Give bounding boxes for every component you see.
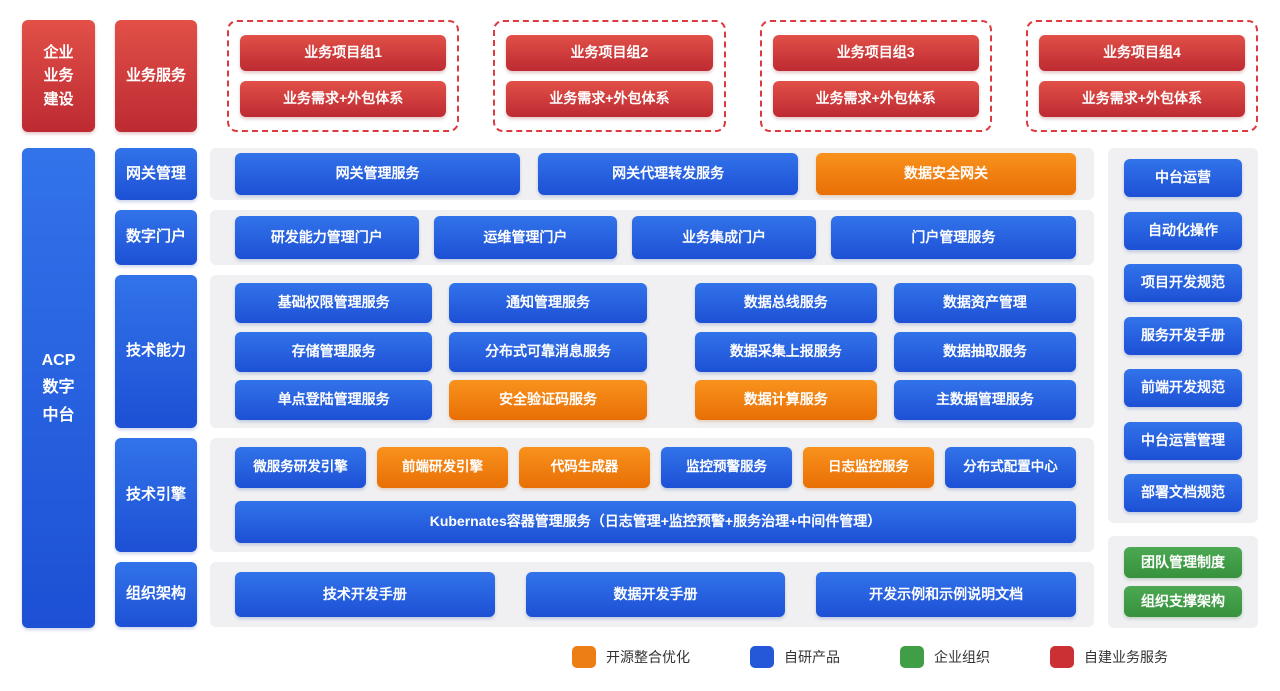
capability-right-group: 数据计算服务 主数据管理服务 (694, 380, 1076, 420)
org-support-panel: 团队管理制度 组织支撑架构 (1108, 536, 1258, 628)
gateway-panel: 网关管理服务 网关代理转发服务 数据安全网关 (210, 148, 1094, 200)
gateway-mgmt-service-block: 网关管理服务 (235, 153, 521, 195)
main-band: ACP 数字 中台 网关管理 网关管理服务 网关代理转发服务 数据安全网关 数字… (22, 148, 1258, 628)
business-service-block: 业务服务 (115, 20, 197, 132)
capability-row-3: 单点登陆管理服务 安全验证码服务 数据计算服务 主数据管理服务 (235, 380, 1076, 420)
capability-row-2: 存储管理服务 分布式可靠消息服务 数据采集上报服务 数据抽取服务 (235, 331, 1076, 372)
project-dev-spec-block: 项目开发规范 (1124, 264, 1242, 302)
group-title-block: 业务项目组3 (772, 35, 979, 71)
operation-spec-panel: 中台运营 自动化操作 项目开发规范 服务开发手册 前端开发规范 中台运营管理 部… (1108, 148, 1258, 523)
data-dev-manual-block: 数据开发手册 (525, 572, 786, 617)
selfbuilt-biz-color-swatch (1050, 646, 1074, 668)
data-security-gateway-block: 数据安全网关 (816, 153, 1076, 195)
engine-row-1: 微服务研发引擎 前端研发引擎 代码生成器 监控预警服务 日志监控服务 分布式配置… (235, 447, 1076, 488)
notify-mgmt-service-block: 通知管理服务 (449, 283, 647, 323)
ops-portal-block: 运维管理门户 (433, 216, 618, 259)
legend-label: 开源整合优化 (606, 649, 690, 665)
code-generator-block: 代码生成器 (519, 447, 650, 488)
tech-dev-manual-block: 技术开发手册 (235, 572, 495, 617)
top-band: 企业 业务 建设 业务服务 业务项目组1 业务需求+外包体系 业务项目组2 业务… (22, 20, 1258, 132)
kubernetes-container-service-block: Kubernates容器管理服务（日志管理+监控预警+服务治理+中间件管理） (235, 501, 1076, 543)
section-portal: 数字门户 研发能力管理门户 运维管理门户 业务集成门户 门户管理服务 (115, 210, 1094, 265)
deploy-doc-spec-block: 部署文档规范 (1124, 474, 1242, 512)
group-title-block: 业务项目组4 (1038, 35, 1245, 71)
biz-integration-portal-block: 业务集成门户 (632, 216, 816, 259)
portal-mgmt-service-block: 门户管理服务 (830, 216, 1076, 259)
business-project-group-1: 业务项目组1 业务需求+外包体系 (227, 20, 460, 132)
platform-ops-mgmt-block: 中台运营管理 (1124, 421, 1242, 460)
platform-operation-block: 中台运营 (1124, 159, 1242, 197)
enterprise-business-build-block: 企业 业务 建设 (22, 20, 95, 132)
group-subtitle-block: 业务需求+外包体系 (772, 81, 979, 117)
data-collect-report-service-block: 数据采集上报服务 (694, 331, 877, 372)
capability-left-group: 基础权限管理服务 通知管理服务 (235, 283, 647, 323)
capability-left-group: 单点登陆管理服务 安全验证码服务 (235, 380, 647, 420)
legend-item-selfbuilt-biz: 自建业务服务 (1050, 646, 1168, 668)
group-title-block: 业务项目组1 (240, 35, 447, 71)
legend-item-opensource: 开源整合优化 (572, 646, 690, 668)
portal-panel: 研发能力管理门户 运维管理门户 业务集成门户 门户管理服务 (210, 210, 1094, 265)
capability-left-group: 存储管理服务 分布式可靠消息服务 (235, 331, 647, 372)
org-panel: 技术开发手册 数据开发手册 开发示例和示例说明文档 (210, 562, 1094, 627)
data-bus-service-block: 数据总线服务 (694, 283, 877, 323)
capability-header: 技术能力 (115, 275, 197, 428)
opensource-color-swatch (572, 646, 596, 668)
data-asset-mgmt-block: 数据资产管理 (893, 283, 1076, 323)
section-gateway: 网关管理 网关管理服务 网关代理转发服务 数据安全网关 (115, 148, 1094, 200)
legend: 开源整合优化 自研产品 企业组织 自建业务服务 (22, 628, 1258, 668)
gateway-proxy-service-block: 网关代理转发服务 (538, 153, 799, 195)
legend-label: 自研产品 (784, 649, 840, 665)
capability-panel: 基础权限管理服务 通知管理服务 数据总线服务 数据资产管理 存储管理服务 分布式… (210, 275, 1094, 428)
platform-sections: 网关管理 网关管理服务 网关代理转发服务 数据安全网关 数字门户 研发能力管理门… (115, 148, 1094, 628)
team-mgmt-policy-block: 团队管理制度 (1124, 547, 1242, 578)
microservice-engine-block: 微服务研发引擎 (235, 447, 366, 488)
section-engine: 技术引擎 微服务研发引擎 前端研发引擎 代码生成器 监控预警服务 日志监控服务 … (115, 438, 1094, 552)
rnd-portal-block: 研发能力管理门户 (235, 216, 419, 259)
capability-right-group: 数据采集上报服务 数据抽取服务 (694, 331, 1076, 372)
legend-item-enterprise-org: 企业组织 (900, 646, 990, 668)
service-dev-manual-block: 服务开发手册 (1124, 316, 1242, 355)
gateway-header: 网关管理 (115, 148, 197, 200)
distributed-config-center-block: 分布式配置中心 (945, 447, 1076, 488)
dev-examples-doc-block: 开发示例和示例说明文档 (816, 572, 1077, 617)
captcha-service-block: 安全验证码服务 (449, 380, 647, 420)
group-subtitle-block: 业务需求+外包体系 (240, 81, 447, 117)
group-subtitle-block: 业务需求+外包体系 (506, 81, 713, 117)
portal-header: 数字门户 (115, 210, 197, 265)
automation-ops-block: 自动化操作 (1124, 211, 1242, 250)
master-data-mgmt-service-block: 主数据管理服务 (893, 380, 1076, 420)
frontend-engine-block: 前端研发引擎 (377, 447, 508, 488)
group-title-block: 业务项目组2 (506, 35, 713, 71)
data-compute-service-block: 数据计算服务 (694, 380, 877, 420)
frontend-dev-spec-block: 前端开发规范 (1124, 369, 1242, 407)
log-monitor-service-block: 日志监控服务 (803, 447, 934, 488)
org-header: 组织架构 (115, 562, 197, 627)
engine-panel: 微服务研发引擎 前端研发引擎 代码生成器 监控预警服务 日志监控服务 分布式配置… (210, 438, 1094, 552)
monitor-alert-service-block: 监控预警服务 (661, 447, 792, 488)
data-extract-service-block: 数据抽取服务 (893, 331, 1076, 372)
business-project-group-4: 业务项目组4 业务需求+外包体系 (1025, 20, 1258, 132)
capability-right-group: 数据总线服务 数据资产管理 (694, 283, 1076, 323)
capability-row-1: 基础权限管理服务 通知管理服务 数据总线服务 数据资产管理 (235, 283, 1076, 323)
acp-platform-block: ACP 数字 中台 (22, 148, 95, 628)
org-support-arch-block: 组织支撑架构 (1124, 586, 1242, 617)
selfdev-color-swatch (750, 646, 774, 668)
right-column: 中台运营 自动化操作 项目开发规范 服务开发手册 前端开发规范 中台运营管理 部… (1108, 148, 1258, 628)
business-project-group-2: 业务项目组2 业务需求+外包体系 (493, 20, 726, 132)
enterprise-org-color-swatch (900, 646, 924, 668)
legend-label: 自建业务服务 (1084, 649, 1168, 665)
section-org: 组织架构 技术开发手册 数据开发手册 开发示例和示例说明文档 (115, 562, 1094, 627)
section-capability: 技术能力 基础权限管理服务 通知管理服务 数据总线服务 数据资产管理 (115, 275, 1094, 428)
group-subtitle-block: 业务需求+外包体系 (1038, 81, 1245, 117)
sso-mgmt-service-block: 单点登陆管理服务 (235, 380, 433, 420)
reliable-message-service-block: 分布式可靠消息服务 (449, 331, 647, 372)
business-project-group-3: 业务项目组3 业务需求+外包体系 (759, 20, 992, 132)
legend-item-selfdev: 自研产品 (750, 646, 840, 668)
business-project-groups: 业务项目组1 业务需求+外包体系 业务项目组2 业务需求+外包体系 业务项目组3… (227, 20, 1258, 132)
engine-header: 技术引擎 (115, 438, 197, 552)
auth-mgmt-service-block: 基础权限管理服务 (235, 283, 433, 323)
storage-mgmt-service-block: 存储管理服务 (235, 331, 433, 372)
legend-label: 企业组织 (934, 649, 990, 665)
